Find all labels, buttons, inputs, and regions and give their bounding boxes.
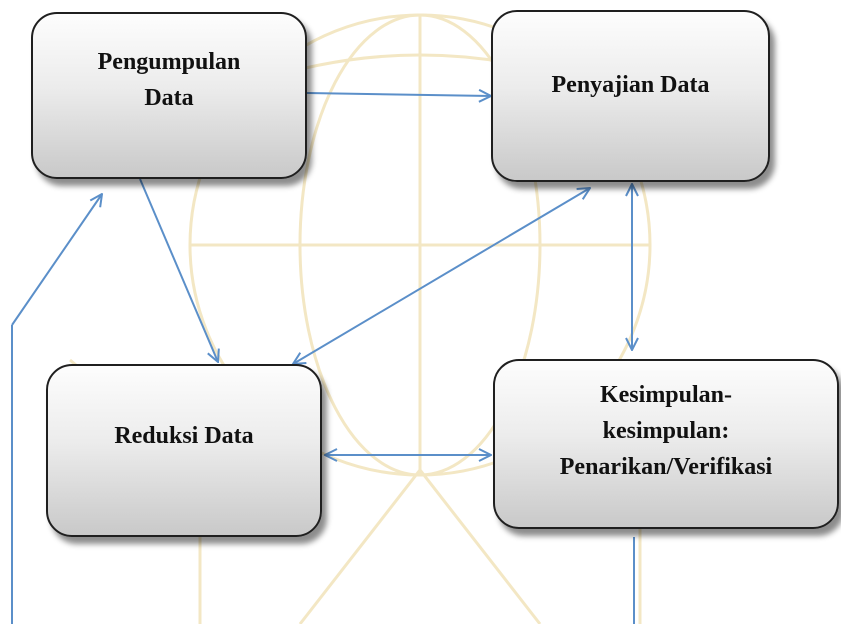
node-pengumpulan-label: Pengumpulan Data	[97, 49, 241, 111]
node-penyajian-label: Penyajian Data	[551, 72, 710, 98]
arrow-feedback-to-pengumpulan	[11, 194, 102, 326]
connectors	[11, 93, 634, 624]
arrow-reduksi-penyajian	[293, 188, 590, 364]
node-reduksi-label: Reduksi Data	[114, 423, 254, 449]
arrow-pengumpulan-to-penyajian	[306, 93, 491, 96]
node-reduksi-data: Reduksi Data	[46, 364, 322, 537]
node-pengumpulan-data: Pengumpulan Data	[31, 12, 307, 179]
node-kesimpulan: Kesimpulan- kesimpulan: Penarikan/Verifi…	[493, 359, 839, 529]
node-penyajian-data: Penyajian Data	[491, 10, 770, 182]
node-kesimpulan-label: Kesimpulan- kesimpulan: Penarikan/Verifi…	[559, 382, 773, 480]
arrow-pengumpulan-to-reduksi	[139, 178, 218, 362]
